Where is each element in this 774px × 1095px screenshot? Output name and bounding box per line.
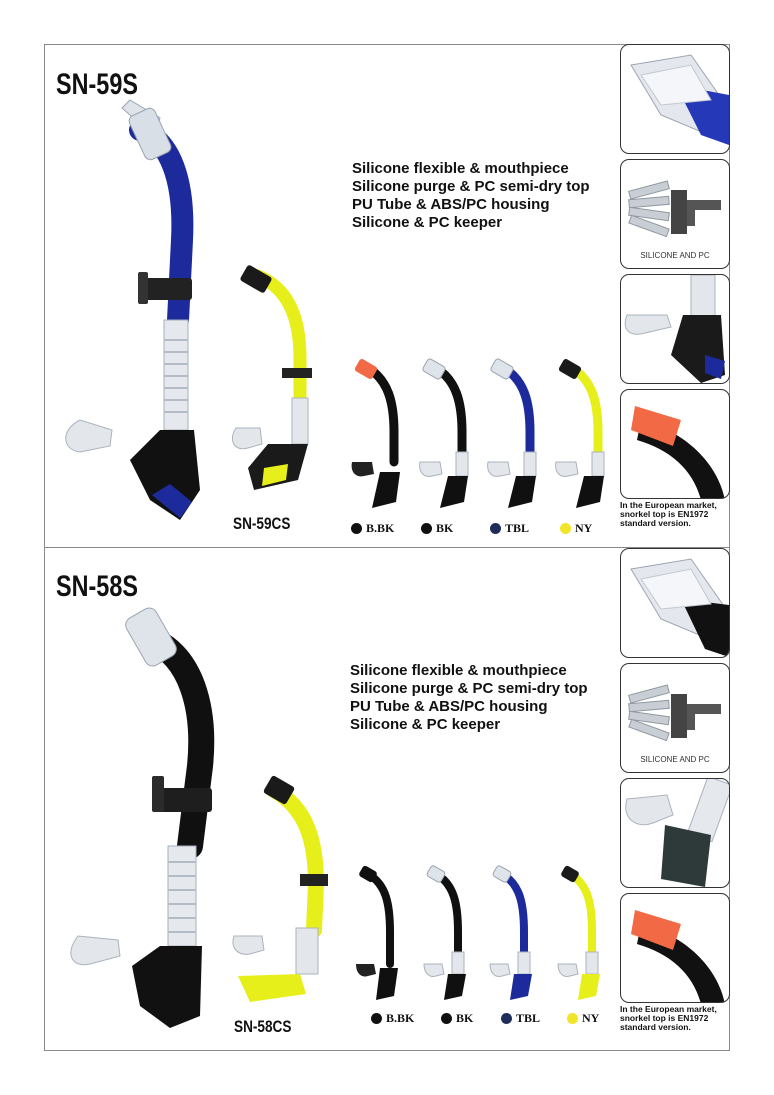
feature-item: PU Tube & ABS/PC housing [350, 698, 548, 715]
color-dot [371, 1013, 382, 1024]
en1972-top-icon [631, 910, 725, 1002]
color-dot [501, 1013, 512, 1024]
feature-item: Silicone flexible & mouthpiece [350, 662, 567, 679]
mouthpiece-icon [625, 779, 729, 887]
color-swatch: NY [560, 521, 592, 536]
snorkel-icon [232, 775, 328, 1002]
snorkel-icon [423, 865, 466, 1000]
feature-item: Silicone purge & PC semi-dry top [350, 680, 588, 697]
feature-item: PU Tube & ABS/PC housing [352, 196, 550, 213]
color-dot [490, 523, 501, 534]
color-swatch: BK [441, 1011, 473, 1026]
detail-thumb-en1972 [620, 893, 730, 1003]
snorkel-icon [419, 358, 469, 508]
color-swatch: TBL [501, 1011, 540, 1026]
color-swatch: B.BK [351, 521, 394, 536]
en1972-note: In the European market, snorkel top is E… [620, 500, 717, 528]
color-swatch: BK [421, 521, 453, 536]
detail-thumb-keeper: SILICONE AND PC [620, 663, 730, 773]
detail-thumb-keeper: SILICONE AND PC [620, 159, 730, 269]
snorkel-icon [232, 265, 312, 490]
color-swatch: NY [567, 1011, 599, 1026]
color-dot [441, 1013, 452, 1024]
keeper-clip-icon [628, 684, 721, 742]
model-title: SN-59S [56, 68, 138, 101]
mouthpiece-icon [624, 275, 725, 383]
keeper-clip-icon [628, 180, 721, 238]
snorkel-icon [555, 359, 605, 508]
color-swatch: B.BK [371, 1011, 414, 1026]
snorkel-icon [351, 359, 400, 508]
detail-thumb-top [620, 548, 730, 658]
color-swatch: TBL [490, 521, 529, 536]
snorkel-icon [65, 99, 200, 520]
feature-list: Silicone flexible & mouthpiece Silicone … [350, 662, 588, 734]
sub-model-label: SN-58CS [234, 1017, 292, 1036]
feature-item: Silicone & PC keeper [350, 716, 501, 733]
snorkel-icon [489, 865, 532, 1000]
model-title: SN-58S [56, 570, 138, 603]
feature-list: Silicone flexible & mouthpiece Silicone … [352, 160, 590, 232]
detail-thumb-en1972 [620, 389, 730, 499]
color-dot [421, 523, 432, 534]
sub-model-label: SN-59CS [233, 514, 291, 533]
detail-thumb-top [620, 44, 730, 154]
snorkel-icon [70, 607, 215, 1028]
feature-item: Silicone flexible & mouthpiece [352, 160, 569, 177]
snorkel-top-icon [630, 54, 729, 145]
snorkel-top-icon [630, 558, 729, 657]
feature-item: Silicone purge & PC semi-dry top [352, 178, 590, 195]
color-dot [560, 523, 571, 534]
feature-item: Silicone & PC keeper [352, 214, 503, 231]
snorkel-icon [487, 358, 537, 508]
color-dot [567, 1013, 578, 1024]
en1972-top-icon [631, 406, 725, 498]
detail-thumb-mouthpiece [620, 778, 730, 888]
thumb-caption: SILICONE AND PC [640, 251, 710, 260]
snorkel-icon [557, 865, 600, 1000]
thumb-caption: SILICONE AND PC [640, 755, 710, 764]
section-divider [44, 547, 730, 548]
snorkel-icon [356, 865, 398, 1000]
detail-thumb-mouthpiece [620, 274, 730, 384]
color-dot [351, 523, 362, 534]
en1972-note: In the European market, snorkel top is E… [620, 1004, 717, 1032]
